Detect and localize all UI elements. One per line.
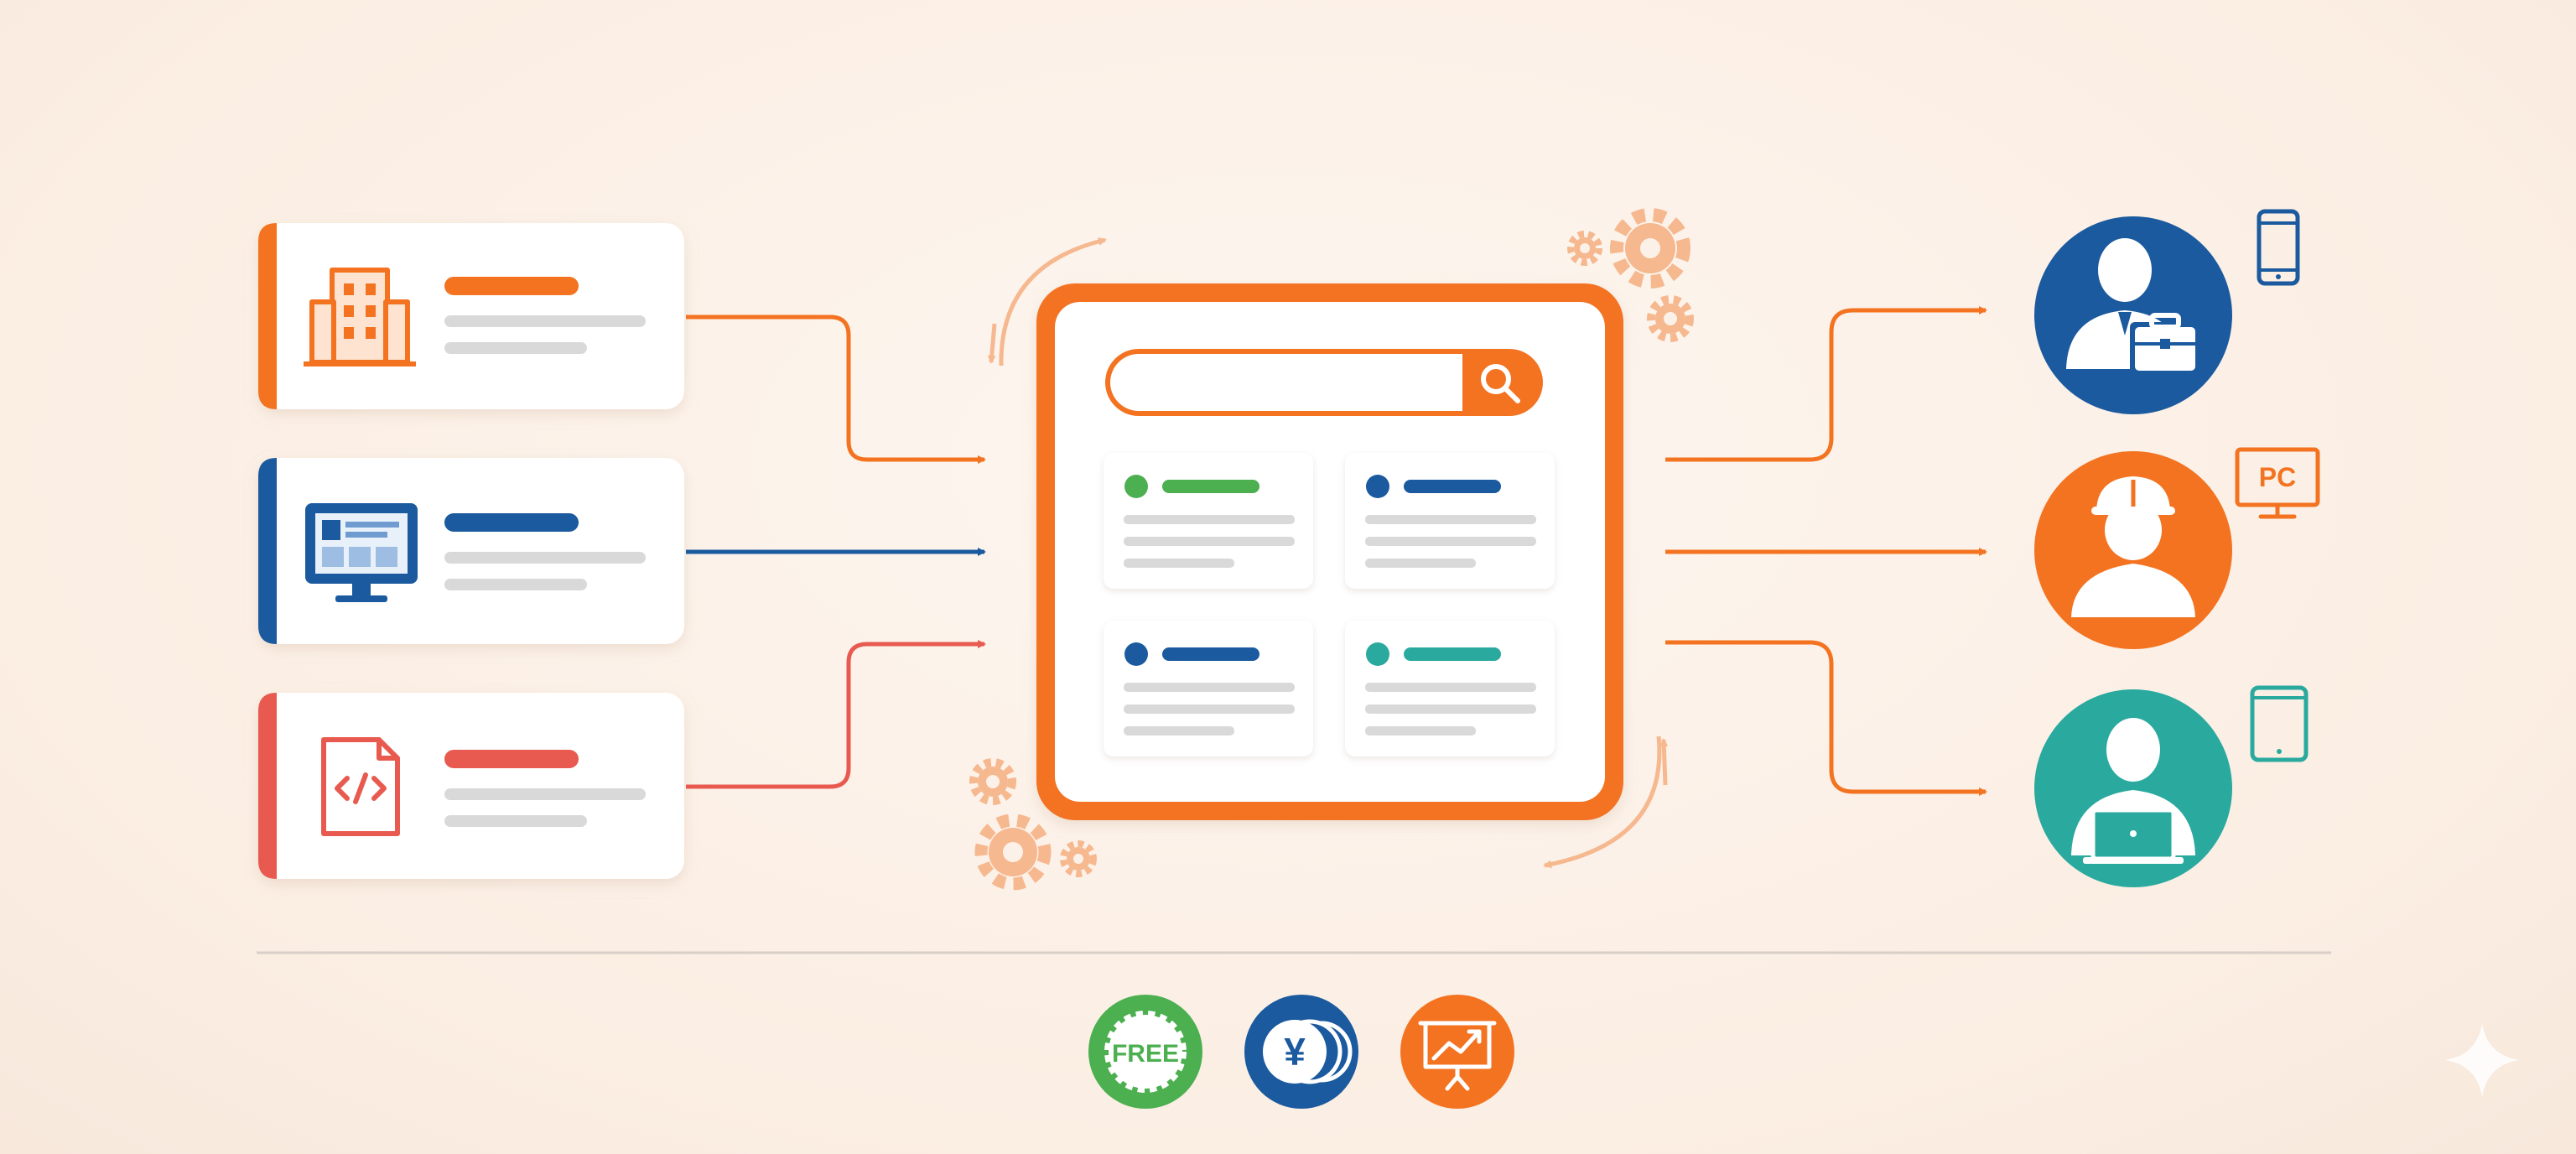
- free-badge: FREE: [1088, 995, 1202, 1109]
- search-platform-hub: [1036, 283, 1623, 820]
- card-title-bar: [444, 513, 579, 532]
- gear-icon: [1060, 840, 1097, 877]
- user-businessperson: [2034, 216, 2232, 414]
- search-icon[interactable]: [1481, 364, 1520, 403]
- free-badge-icon: FREE: [1104, 1011, 1187, 1093]
- input-arrow-code: [686, 640, 986, 789]
- gear-icon: [969, 758, 1016, 805]
- sync-arrow-top-tail: [987, 323, 997, 364]
- pc-label: PC: [2259, 462, 2296, 492]
- smartphone-icon: [2257, 209, 2300, 286]
- source-card-code: [258, 693, 684, 879]
- result-card[interactable]: [1104, 453, 1313, 589]
- result-card[interactable]: [1345, 621, 1555, 756]
- gear-icon: [974, 814, 1052, 891]
- gear-icon: [1647, 295, 1694, 342]
- card-text-line: [444, 342, 587, 354]
- yen-label: ¥: [1284, 1030, 1306, 1073]
- output-arrow-business: [1665, 306, 1987, 462]
- card-text-line: [444, 579, 587, 590]
- card-text-line: [444, 788, 646, 800]
- gear-icon: [1610, 208, 1690, 288]
- card-title-bar: [444, 277, 579, 295]
- yen-coins-icon: ¥: [1263, 1019, 1353, 1084]
- sync-arrow-top: [999, 237, 1107, 366]
- sync-arrow-bottom-tail: [1659, 738, 1669, 786]
- code-file-icon: [321, 737, 400, 836]
- yen-badge: ¥: [1244, 995, 1358, 1109]
- source-card-website: [258, 458, 684, 644]
- gear-icon: [1567, 231, 1602, 266]
- sparkle-icon: [2445, 1023, 2519, 1097]
- search-bar[interactable]: [1105, 349, 1543, 416]
- construction-worker-icon: [2071, 476, 2195, 617]
- card-text-line: [444, 315, 646, 327]
- output-arrow-laptop: [1665, 640, 1987, 796]
- pc-monitor-icon: PC: [2235, 447, 2320, 519]
- tablet-icon: [2250, 685, 2309, 762]
- briefcase-icon: [2130, 313, 2200, 376]
- sync-arrow-bottom: [1543, 736, 1662, 869]
- free-label: FREE: [1112, 1040, 1179, 1068]
- growth-chart-presentation-icon: [1418, 1021, 1497, 1091]
- laptop-user-icon: [2071, 718, 2195, 864]
- input-arrow-company: [686, 314, 986, 464]
- website-monitor-icon: [305, 503, 418, 602]
- card-text-line: [444, 552, 646, 564]
- result-card[interactable]: [1104, 621, 1313, 756]
- growth-badge: [1400, 995, 1514, 1109]
- office-building-icon: [304, 268, 416, 366]
- user-construction-worker: [2034, 451, 2232, 649]
- result-card[interactable]: [1345, 453, 1555, 589]
- source-card-company: [258, 223, 684, 409]
- card-title-bar: [444, 750, 579, 768]
- user-laptop-worker: [2034, 689, 2232, 887]
- card-text-line: [444, 815, 587, 827]
